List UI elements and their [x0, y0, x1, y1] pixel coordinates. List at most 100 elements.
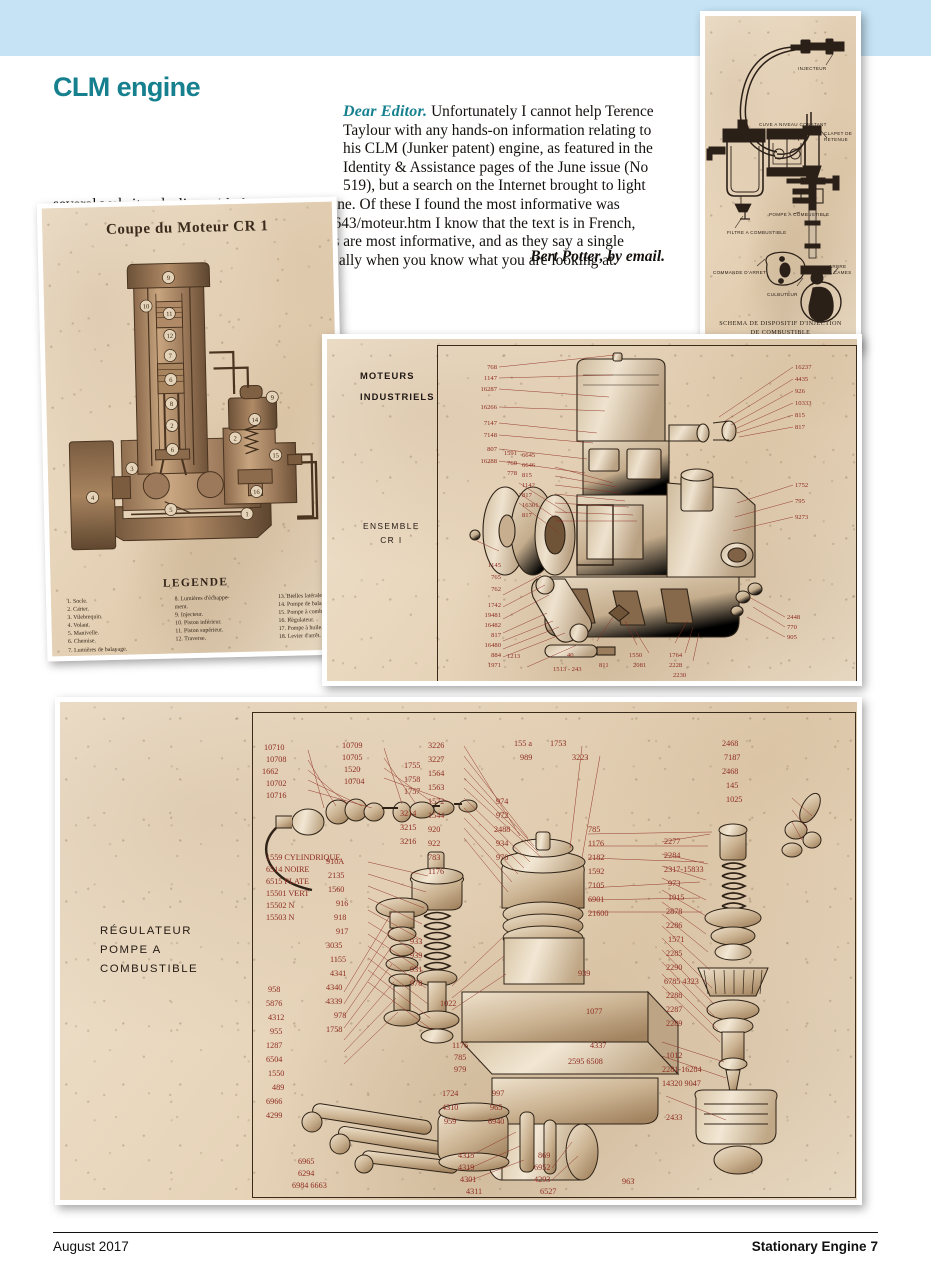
callout: 1724 — [442, 1089, 458, 1098]
callout: 6785 4323 — [664, 977, 699, 986]
svg-text:9: 9 — [167, 275, 170, 282]
regulateur-frame — [252, 712, 856, 1198]
callout: 972 — [496, 811, 508, 820]
callout: 933 — [410, 937, 422, 946]
callout: 1145 — [488, 562, 502, 569]
callout: 4435 — [795, 376, 809, 383]
svg-text:10: 10 — [143, 303, 150, 310]
callout: 817 — [522, 512, 533, 519]
callout: 1971 — [488, 662, 501, 669]
label-arbre-1: ARBRE — [829, 264, 846, 269]
engine-section-drawing-image: Coupe du Moteur CR 1 — [36, 196, 348, 662]
callout: 16266 — [481, 404, 498, 411]
callout: 970 — [496, 853, 508, 862]
callout: 817 — [795, 424, 806, 431]
callout: 926 — [795, 388, 806, 395]
callout: 4315 — [458, 1151, 474, 1160]
callout: 931 — [410, 965, 422, 974]
callout: 1025 — [726, 795, 742, 804]
callout: 979 — [454, 1065, 466, 1074]
callout: 1755 — [404, 761, 420, 770]
callout: 1077 — [586, 1007, 602, 1016]
callout: 817 — [522, 492, 533, 499]
callout: 2277 — [664, 837, 680, 846]
callout: 1022 — [440, 999, 456, 1008]
callout: 4341 — [330, 969, 346, 978]
callout: 14320 9047 — [662, 1079, 701, 1088]
callout: 16482 — [485, 622, 501, 629]
callout: 815 — [522, 472, 533, 479]
callout: 5876 — [266, 999, 282, 1008]
callout: 920 — [428, 825, 440, 834]
callout: 974 — [496, 797, 508, 806]
callout: 1287 — [266, 1041, 282, 1050]
callout: 6984 6663 — [292, 1181, 327, 1190]
svg-text:4: 4 — [91, 495, 95, 502]
callout: 1544 — [428, 811, 444, 820]
callout: 4319 — [458, 1163, 474, 1172]
callout: 15503 N — [266, 913, 295, 922]
callout: 939 — [578, 969, 590, 978]
callout: 973 — [668, 879, 680, 888]
svg-text:5: 5 — [169, 507, 172, 514]
svg-text:6: 6 — [171, 447, 175, 454]
regulateur-heading-line3: COMBUSTIBLE — [100, 963, 199, 975]
callout: 3216 — [400, 837, 416, 846]
callout: 16480 — [485, 642, 502, 649]
callout: 6515 PLATE — [266, 877, 309, 886]
legend-column-2: 8. Lumières d'échappe- ment. 9. Injecteu… — [174, 594, 230, 652]
callout: 955 — [270, 1027, 282, 1036]
legend-item: 8. Lumières d'échappe- — [174, 595, 230, 603]
callout: 817 — [491, 632, 502, 639]
callout: 6504 — [266, 1055, 282, 1064]
callout: 15502 N — [266, 901, 295, 910]
callout: 2433 — [666, 1113, 682, 1122]
svg-text:7: 7 — [169, 353, 173, 360]
callout: 1147 — [484, 375, 498, 382]
callout: 997 — [492, 1089, 504, 1098]
callout: 40 — [567, 652, 574, 659]
callout: 6966 — [266, 1097, 282, 1106]
svg-text:9: 9 — [271, 395, 274, 402]
engine-assembly-drawing-image: MOTEURS INDUSTRIELS ENSEMBLE CR I — [322, 334, 862, 686]
callout: 9273 — [795, 514, 809, 521]
callout: 4293 — [534, 1175, 550, 1184]
svg-text:12: 12 — [166, 333, 173, 340]
regulateur-heading: RÉGULATEUR POMPE A COMBUSTIBLE — [100, 922, 198, 979]
callout: 905 — [787, 634, 798, 641]
callout: 6940 — [488, 1117, 504, 1126]
callout: 958 — [268, 985, 280, 994]
callout: 4301 — [460, 1175, 476, 1184]
callout: 1662 — [262, 767, 278, 776]
callout: 4340 — [326, 983, 342, 992]
footer-divider — [53, 1232, 878, 1233]
callout: 1572 — [428, 797, 444, 806]
callout: 7147 — [484, 420, 498, 427]
callout: 1764 — [669, 652, 683, 659]
footer-publication-name: Stationary Engine — [751, 1239, 867, 1254]
callout: 1559 CYLINDRIQUE — [266, 853, 340, 862]
callout: 978 — [334, 1011, 346, 1020]
callout: 1742 — [488, 602, 501, 609]
label-clapet-2: RETENUE — [824, 137, 848, 142]
callout: 917 — [336, 927, 348, 936]
svg-text:6: 6 — [169, 377, 173, 384]
callout: 2182 — [588, 853, 604, 862]
callout: 2488 — [494, 825, 510, 834]
ensemble-heading-line1: MOTEURS — [360, 370, 415, 381]
callout: 1757 — [404, 787, 420, 796]
legend-column-1: 1. Socle. 2. Carter. 3. Vilebrequin. 4. … — [67, 597, 127, 655]
fuel-injection-schematic-image: INJECTEUR CUVE A NIVEAU CONSTANT CLAPET … — [700, 11, 861, 351]
label-clapet-1: CLAPET DE — [824, 131, 852, 136]
footer-page-number: 7 — [870, 1239, 878, 1254]
ensemble-subtitle-line1: ENSEMBLE — [363, 521, 420, 531]
label-injecteur: INJECTEUR — [798, 66, 827, 71]
callout: 7148 — [484, 432, 498, 439]
callout: 10709 — [342, 741, 362, 750]
callout: 1758 — [326, 1025, 342, 1034]
callout: 15501 VERT — [266, 889, 309, 898]
callout: 3227 — [428, 755, 444, 764]
callout: 795 — [795, 498, 806, 505]
callout: 7105 — [588, 881, 604, 890]
